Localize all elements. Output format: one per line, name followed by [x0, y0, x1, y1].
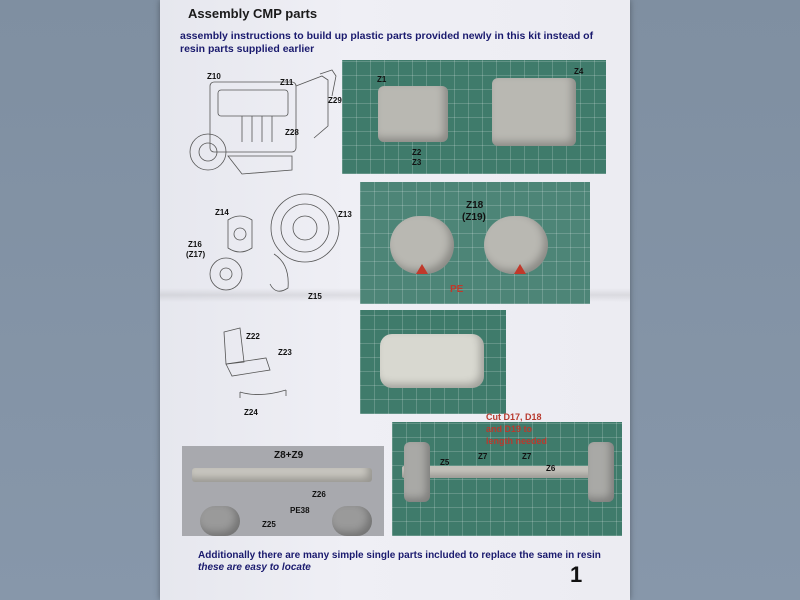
seat-photo	[360, 310, 506, 414]
engine-part-right	[492, 78, 576, 146]
engine-label-z28: Z28	[285, 128, 299, 137]
engine-photo	[342, 60, 606, 174]
red-arrow-right	[514, 264, 526, 274]
chassis-frame-left	[192, 468, 372, 482]
chassis-axle-left	[404, 442, 430, 502]
engine-label-z11: Z11	[280, 78, 294, 87]
clutch-label-z13: Z13	[338, 210, 352, 219]
hub-label-z19: (Z19)	[462, 212, 486, 223]
chassis-photo-right	[392, 422, 622, 536]
clutch-label-z14: Z14	[215, 208, 229, 217]
footer-note-italic: these are easy to locate	[198, 562, 311, 573]
chassis-axle-right	[588, 442, 614, 502]
cut-instruction-line3: length needed	[486, 436, 548, 446]
engine-label-z10: Z10	[207, 72, 221, 81]
cut-instruction-line2: and D19 to	[486, 424, 533, 434]
clutch-label-z17: (Z17)	[186, 250, 206, 259]
chassis-label-pe38: PE38	[290, 506, 310, 515]
instruction-sheet: Assembly CMP parts assembly instructions…	[160, 0, 630, 600]
engine-drawing	[189, 69, 337, 175]
hub-label-z18: Z18	[466, 200, 484, 211]
seat-part	[380, 334, 484, 388]
seat-drawing	[223, 327, 287, 398]
engine-photo-label-z3: Z3	[412, 158, 422, 167]
chassis-wheel-left	[200, 506, 240, 536]
page-number: 1	[570, 562, 583, 587]
chassis-label-z7a: Z7	[478, 452, 488, 461]
chassis-label-z7b: Z7	[522, 452, 532, 461]
chassis-label-z25: Z25	[262, 520, 276, 529]
seat-label-z22: Z22	[246, 332, 260, 341]
chassis-label-z8z9: Z8+Z9	[274, 450, 304, 461]
engine-photo-label-z4: Z4	[574, 67, 584, 76]
clutch-label-z16: Z16	[188, 240, 202, 249]
seat-label-z24: Z24	[244, 408, 258, 417]
chassis-label-z26: Z26	[312, 490, 326, 499]
seat-label-z23: Z23	[278, 348, 292, 357]
chassis-label-z6: Z6	[546, 464, 556, 473]
clutch-label-z15: Z15	[308, 292, 322, 301]
clutch-drawing	[209, 193, 340, 292]
hub-photo	[360, 182, 590, 304]
engine-photo-label-z1: Z1	[377, 75, 387, 84]
engine-photo-label-z2: Z2	[412, 148, 422, 157]
chassis-wheel-right	[332, 506, 372, 536]
engine-label-z29: Z29	[328, 96, 342, 105]
red-arrow-left	[416, 264, 428, 274]
cut-instruction-line1: Cut D17, D18	[486, 412, 542, 422]
hub-label-pe: PE	[450, 284, 464, 295]
engine-part-left	[378, 86, 448, 142]
chassis-label-z5: Z5	[440, 458, 450, 467]
page-title: Assembly CMP parts	[188, 6, 318, 21]
footer-note: Additionally there are many simple singl…	[198, 550, 601, 561]
intro-text: assembly instructions to build up plasti…	[180, 30, 594, 55]
chassis-photo-left	[182, 446, 384, 536]
chassis-frame-right	[402, 466, 612, 478]
